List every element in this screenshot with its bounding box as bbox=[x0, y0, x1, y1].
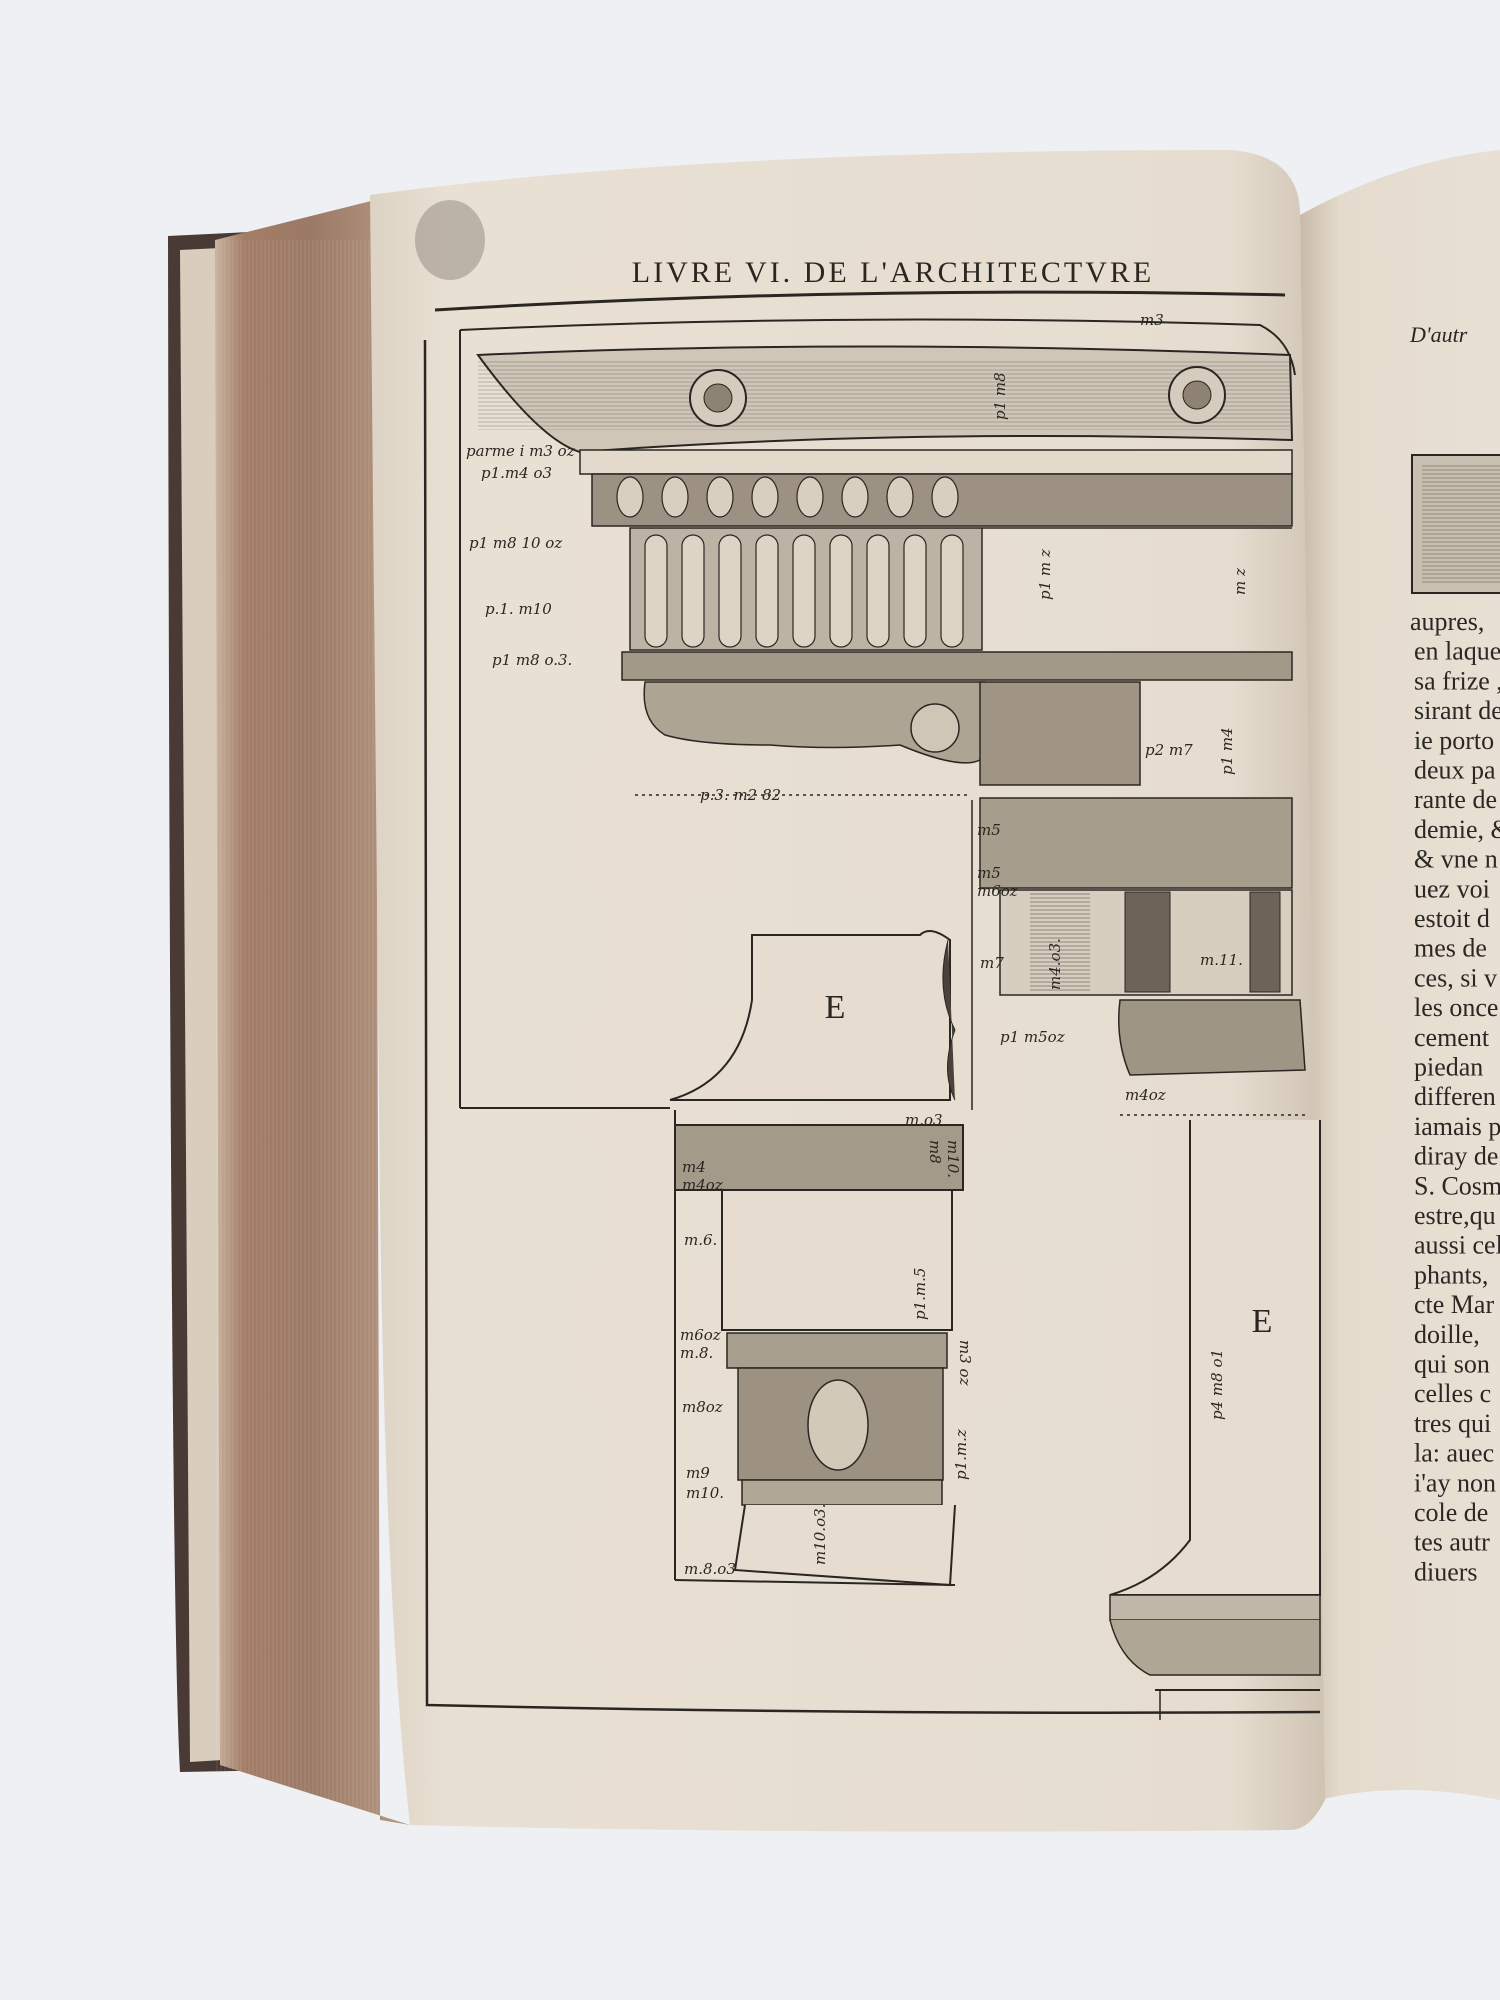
measure-label: m7 bbox=[980, 954, 1004, 972]
body-text-line: uez voi bbox=[1414, 874, 1490, 903]
measure-label: m6oz bbox=[680, 1326, 721, 1344]
body-text-line: phants, bbox=[1414, 1260, 1488, 1289]
plate-letter-e: E bbox=[1252, 1303, 1273, 1340]
shaft-measure-label: p4 m8 o1 bbox=[1208, 1349, 1226, 1420]
body-text-line: i'ay non bbox=[1414, 1468, 1496, 1497]
measure-label: m4oz bbox=[1125, 1086, 1166, 1104]
body-text-line: qui son bbox=[1414, 1350, 1490, 1379]
measure-label: p1 m5oz bbox=[1000, 1028, 1065, 1046]
body-text-line: sa frize , bbox=[1414, 666, 1500, 695]
body-text-line: & vne n bbox=[1414, 845, 1498, 874]
body-text-line: ces, si v bbox=[1414, 963, 1497, 992]
body-text-line: demie, & bbox=[1414, 815, 1500, 844]
measure-label: m.8. bbox=[680, 1344, 713, 1362]
body-text-line: diray de bbox=[1414, 1142, 1498, 1171]
measure-label: m3 bbox=[1140, 311, 1164, 329]
body-text-line: celles c bbox=[1414, 1379, 1491, 1408]
body-text-line: S. Cosm bbox=[1414, 1171, 1500, 1200]
measure-label: parme i m3 oz bbox=[466, 442, 575, 460]
measure-label: p.1. m10 bbox=[485, 600, 552, 618]
measure-label: m.o3 bbox=[905, 1111, 943, 1129]
measure-label: m.6. bbox=[684, 1231, 717, 1249]
measure-label: m5 bbox=[977, 864, 1001, 882]
right-running-head: D'autr bbox=[1409, 322, 1468, 347]
measure-label: p1.m.z bbox=[952, 1429, 970, 1480]
body-text-line: la: auec bbox=[1414, 1439, 1494, 1468]
measure-label: m10. bbox=[686, 1484, 724, 1502]
measure-label: p2 m7 bbox=[1145, 741, 1193, 759]
body-text-line: piedan bbox=[1414, 1053, 1483, 1082]
body-text-line: cte Mar bbox=[1414, 1290, 1494, 1319]
measure-label: p1 m8 o.3. bbox=[492, 651, 572, 669]
body-text-line: diuers bbox=[1414, 1557, 1478, 1586]
measure-label: m8oz bbox=[682, 1398, 723, 1416]
body-text-line: doille, bbox=[1414, 1320, 1480, 1349]
body-text-line: mes de bbox=[1414, 934, 1487, 963]
measure-label: m.11. bbox=[1200, 951, 1243, 969]
measure-label: m10. bbox=[944, 1140, 962, 1178]
measure-label: m4oz bbox=[682, 1176, 723, 1194]
upper-left-measurements: parme i m3 oz p1.m4 o3 p1 m8 10 oz p.1. … bbox=[466, 442, 781, 804]
measure-label: p1.m4 o3 bbox=[481, 464, 552, 482]
upper-right-measurements: m3 p1 m8 p1 m z m z p2 m7 p1 m4 m5 m5 m6… bbox=[977, 311, 1249, 1104]
body-text-line: tes autr bbox=[1414, 1528, 1490, 1557]
page-edge-texture bbox=[215, 240, 380, 1820]
engraving-plate bbox=[423, 290, 1321, 1720]
measure-label: m10.o3. bbox=[811, 1504, 829, 1565]
measure-label: m5 bbox=[977, 821, 1001, 839]
body-text-line: aupres, bbox=[1410, 607, 1484, 636]
measure-label: p1 m8 10 oz bbox=[469, 534, 562, 552]
lower-left-measurements: m4 m4oz m.6. m6oz m.8. m8oz m9 m10. m.8.… bbox=[680, 1158, 736, 1578]
body-text-line: cole de bbox=[1414, 1498, 1488, 1527]
body-text-line: ie porto bbox=[1414, 726, 1494, 755]
body-text-line: iamais p bbox=[1414, 1112, 1500, 1141]
measure-label: p1 m z bbox=[1036, 549, 1054, 600]
body-text-line: aussi cel bbox=[1414, 1231, 1500, 1260]
body-text-line: sirant de bbox=[1414, 696, 1500, 725]
running-head: LIVRE VI. DE L'ARCHITECTVRE bbox=[632, 256, 1154, 289]
body-text-line: tres qui bbox=[1414, 1409, 1491, 1438]
body-text-line: les once bbox=[1414, 993, 1498, 1022]
body-text-line: en laque bbox=[1414, 637, 1500, 666]
body-text-line: rante de bbox=[1414, 785, 1497, 814]
measure-label: m4 bbox=[682, 1158, 706, 1176]
body-text-line: estre,qu bbox=[1414, 1201, 1496, 1230]
body-text-line: estoit d bbox=[1414, 904, 1490, 933]
bracket-width-label: p.3. m2 82 bbox=[700, 786, 781, 804]
body-text-line: cement bbox=[1414, 1023, 1490, 1052]
plate-letter-e: E bbox=[825, 989, 846, 1026]
body-text-line: deux pa bbox=[1414, 756, 1496, 785]
measure-label: m6oz bbox=[977, 882, 1018, 900]
measure-label: m8 bbox=[926, 1140, 944, 1164]
page-stain bbox=[415, 200, 485, 280]
body-text-line: differen bbox=[1414, 1082, 1496, 1111]
measure-label: m4.o3. bbox=[1046, 938, 1064, 990]
measure-label: m z bbox=[1231, 568, 1249, 595]
endpaper bbox=[180, 248, 222, 1762]
measure-label: p1 m4 bbox=[1218, 727, 1236, 775]
measure-label: m3 oz bbox=[956, 1340, 974, 1386]
decorated-initial bbox=[1411, 454, 1500, 594]
lower-inner-measurements: m.o3 m8 m10. p1.m.5 m3 oz p1.m.z m10.o3. bbox=[811, 1111, 974, 1565]
measure-label: m.8.o3 bbox=[684, 1560, 736, 1578]
measure-label: m9 bbox=[686, 1464, 710, 1482]
measure-label: p1.m.5 bbox=[911, 1268, 929, 1320]
measure-label: p1 m8 bbox=[991, 372, 1009, 420]
